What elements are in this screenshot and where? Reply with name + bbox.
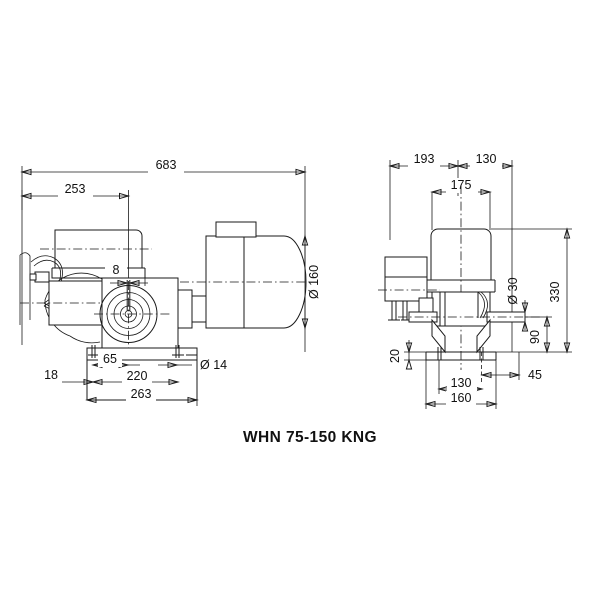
end-gearcase — [418, 291, 491, 327]
output-flange-circles — [94, 280, 172, 349]
dimension-label-683: 683 — [156, 158, 177, 172]
dimension-label-8: 8 — [113, 263, 120, 277]
end-elevation-view: 193 130 175 — [378, 152, 572, 409]
dimension-130-bottom: 130 — [437, 360, 484, 394]
dimension-label-65: 65 — [103, 352, 117, 366]
drawing-title: WHN 75-150 KNG — [243, 429, 377, 446]
dimension-8: 8 — [105, 262, 148, 287]
dimension-45: 45 — [480, 352, 542, 382]
dimension-683: 683 — [20, 158, 307, 176]
dimension-label-20: 20 — [388, 349, 402, 363]
dimension-d14: Ø 14 — [158, 358, 227, 372]
dimension-220: 220 — [91, 369, 180, 386]
dimension-160: Ø 160 — [301, 234, 321, 330]
dimension-label-220: 220 — [127, 369, 148, 383]
side-elevation-view: 683 253 — [19, 158, 321, 406]
dimension-label-130-bottom: 130 — [451, 376, 472, 390]
dimension-label-d14: Ø 14 — [200, 358, 227, 372]
dimension-label-90: 90 — [528, 330, 542, 344]
dimension-193: 193 — [388, 152, 460, 170]
dimension-253: 253 — [20, 182, 131, 200]
dimension-label-45: 45 — [528, 368, 542, 382]
dimension-18: 18 — [44, 360, 95, 390]
motor-coupling — [177, 289, 207, 329]
dimension-label-193: 193 — [414, 152, 435, 166]
dimension-label-330: 330 — [548, 282, 562, 303]
end-feet — [425, 318, 497, 382]
dimension-label-253: 253 — [65, 182, 86, 196]
dimension-d30: Ø 30 — [506, 277, 529, 332]
dimension-label-160-bottom: 160 — [451, 391, 472, 405]
dimension-label-d30: Ø 30 — [506, 277, 520, 304]
dimension-330: 330 — [491, 227, 572, 354]
dimension-label-160: Ø 160 — [307, 265, 321, 299]
dimension-160-bottom: 160 — [424, 360, 498, 409]
gearbox-body — [20, 271, 179, 349]
motor-body — [180, 221, 312, 329]
dimension-263: 263 — [85, 360, 199, 406]
dimension-20: 20 — [388, 340, 430, 370]
dimension-130-top: 130 — [456, 152, 514, 170]
rear-terminal-box — [378, 256, 440, 321]
dimension-label-263: 263 — [131, 387, 152, 401]
dimension-label-130-top: 130 — [476, 152, 497, 166]
dimension-90: 90 — [525, 315, 552, 354]
terminal-box — [40, 229, 152, 279]
dimension-65: 65 — [91, 352, 140, 369]
dimension-label-18: 18 — [44, 368, 58, 382]
